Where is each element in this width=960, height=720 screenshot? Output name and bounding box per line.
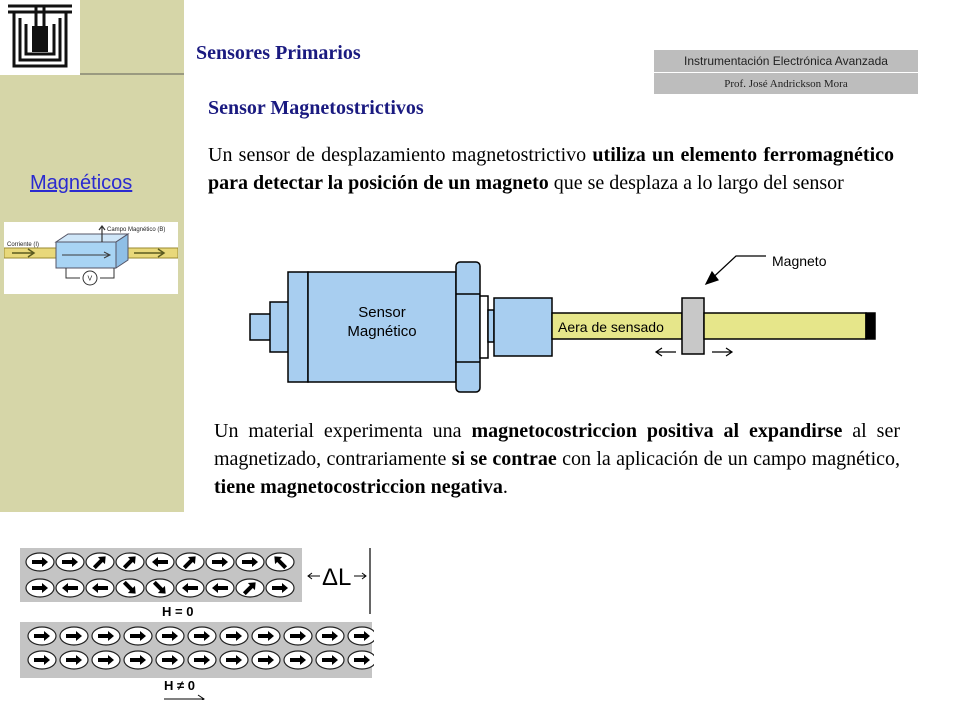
thumb-voltage-label: V bbox=[88, 276, 93, 283]
magnetic-domain-arrow-icon bbox=[265, 552, 295, 572]
magnetic-domain-arrow-icon bbox=[283, 626, 313, 646]
magnetic-domain-arrow-icon bbox=[85, 552, 115, 572]
magnetic-domain-arrow-icon bbox=[315, 650, 345, 670]
magnetic-domain-arrow-icon bbox=[115, 578, 145, 598]
institution-logo-icon bbox=[4, 4, 76, 70]
magnetic-domain-arrow-icon bbox=[283, 650, 313, 670]
magnetic-domain-arrow-icon bbox=[251, 626, 281, 646]
emphasis-text: si se contrae bbox=[451, 448, 557, 470]
magnetic-domain-arrow-icon bbox=[205, 578, 235, 598]
course-name: Instrumentación Electrónica Avanzada bbox=[684, 54, 888, 68]
magnetic-domain-arrow-icon bbox=[175, 552, 205, 572]
body-text: al ser magnetizado, contrariamente bbox=[214, 420, 900, 470]
magnetic-domain-arrow-icon bbox=[347, 626, 377, 646]
magnet-label: Magneto bbox=[772, 253, 827, 269]
h-zero-label: H = 0 bbox=[162, 604, 193, 619]
magnetic-domain-arrow-icon bbox=[315, 626, 345, 646]
sensor-label-line2: Magnético bbox=[347, 323, 416, 340]
magnetic-domain-arrow-icon bbox=[123, 650, 153, 670]
sidebar: Magnéticos Corriente (I) Campo Magnético… bbox=[0, 0, 184, 512]
magnetic-domain-arrow-icon bbox=[25, 578, 55, 598]
magnetic-domain-arrow-icon bbox=[187, 650, 217, 670]
body-text: que se desplaza a lo largo del sensor bbox=[548, 172, 844, 194]
thumb-current-label: Corriente (I) bbox=[7, 242, 39, 248]
body-text: con la aplicación de un campo magnético, bbox=[556, 448, 901, 470]
magnetic-domain-arrow-icon bbox=[91, 650, 121, 670]
magnetic-domain-arrow-icon bbox=[219, 650, 249, 670]
magnetic-domain-arrow-icon bbox=[55, 578, 85, 598]
magnetic-domain-arrow-icon bbox=[59, 626, 89, 646]
magnetic-domain-arrow-icon bbox=[91, 626, 121, 646]
magnetic-domain-arrow-icon bbox=[25, 552, 55, 572]
sensor-label-line1: Sensor bbox=[358, 304, 406, 321]
body-text: . bbox=[502, 476, 508, 498]
body-text: Un material experimenta una bbox=[214, 420, 472, 442]
magnetic-domain-arrow-icon bbox=[59, 650, 89, 670]
magnetic-domains-diagram: ΔL H = 0 H ≠ 0 bbox=[18, 548, 377, 704]
course-box-divider bbox=[654, 72, 918, 73]
magnetic-domain-arrow-icon bbox=[347, 650, 377, 670]
magnetic-domain-arrow-icon bbox=[145, 552, 175, 572]
magnetic-domain-arrow-icon bbox=[85, 578, 115, 598]
emphasis-text: utiliza un elemento ferromagnético para … bbox=[208, 144, 894, 194]
magnetic-domain-arrow-icon bbox=[155, 650, 185, 670]
hall-effect-thumbnail: Corriente (I) Campo Magnético (B) V bbox=[3, 222, 179, 294]
magnetostrictive-sensor-diagram: Sensor Magnético Aera de sensado Magneto bbox=[246, 250, 882, 398]
magnetic-domain-arrow-icon bbox=[27, 626, 57, 646]
h-nonzero-label: H ≠ 0 bbox=[164, 678, 195, 693]
magnetic-domain-arrow-icon bbox=[187, 626, 217, 646]
emphasis-text: magnetocostriccion positiva al expandirs… bbox=[471, 420, 843, 442]
magnetic-domain-arrow-icon bbox=[235, 578, 265, 598]
magnetic-domain-arrow-icon bbox=[175, 578, 205, 598]
page-subtitle: Sensor Magnetostrictivos bbox=[208, 97, 424, 119]
body-text: Un sensor de desplazamiento magnetostric… bbox=[208, 144, 593, 166]
magnetic-domain-arrow-icon bbox=[123, 626, 153, 646]
sensing-area-label: Aera de sensado bbox=[558, 319, 664, 335]
magnetic-domain-arrow-icon bbox=[55, 552, 85, 572]
delta-l-label: ΔL bbox=[322, 564, 351, 591]
magnetic-domain-arrow-icon bbox=[205, 552, 235, 572]
header-divider bbox=[80, 73, 184, 75]
magnetic-domain-arrow-icon bbox=[27, 650, 57, 670]
magnetic-domain-arrow-icon bbox=[155, 626, 185, 646]
professor-name: Prof. José Andrickson Mora bbox=[724, 78, 848, 90]
topic-link-magneticos[interactable]: Magnéticos bbox=[30, 172, 133, 194]
section-title: Sensores Primarios bbox=[196, 42, 361, 64]
institution-logo bbox=[0, 0, 80, 75]
magnetic-domain-arrow-icon bbox=[251, 650, 281, 670]
paragraph-sensor-description: Un sensor de desplazamiento magnetostric… bbox=[208, 141, 894, 197]
magnetic-domain-arrow-icon bbox=[235, 552, 265, 572]
magnetic-domain-arrow-icon bbox=[219, 626, 249, 646]
emphasis-text: tiene magnetocostriccion negativa bbox=[214, 476, 503, 498]
thumb-field-label: Campo Magnético (B) bbox=[107, 227, 165, 233]
paragraph-magnetostriction: Un material experimenta una magnetocostr… bbox=[214, 417, 900, 501]
course-info-box: Instrumentación Electrónica Avanzada Pro… bbox=[654, 50, 918, 94]
magnetic-domain-arrow-icon bbox=[145, 578, 175, 598]
magnetic-domain-arrow-icon bbox=[265, 578, 295, 598]
magnetic-domain-arrow-icon bbox=[115, 552, 145, 572]
